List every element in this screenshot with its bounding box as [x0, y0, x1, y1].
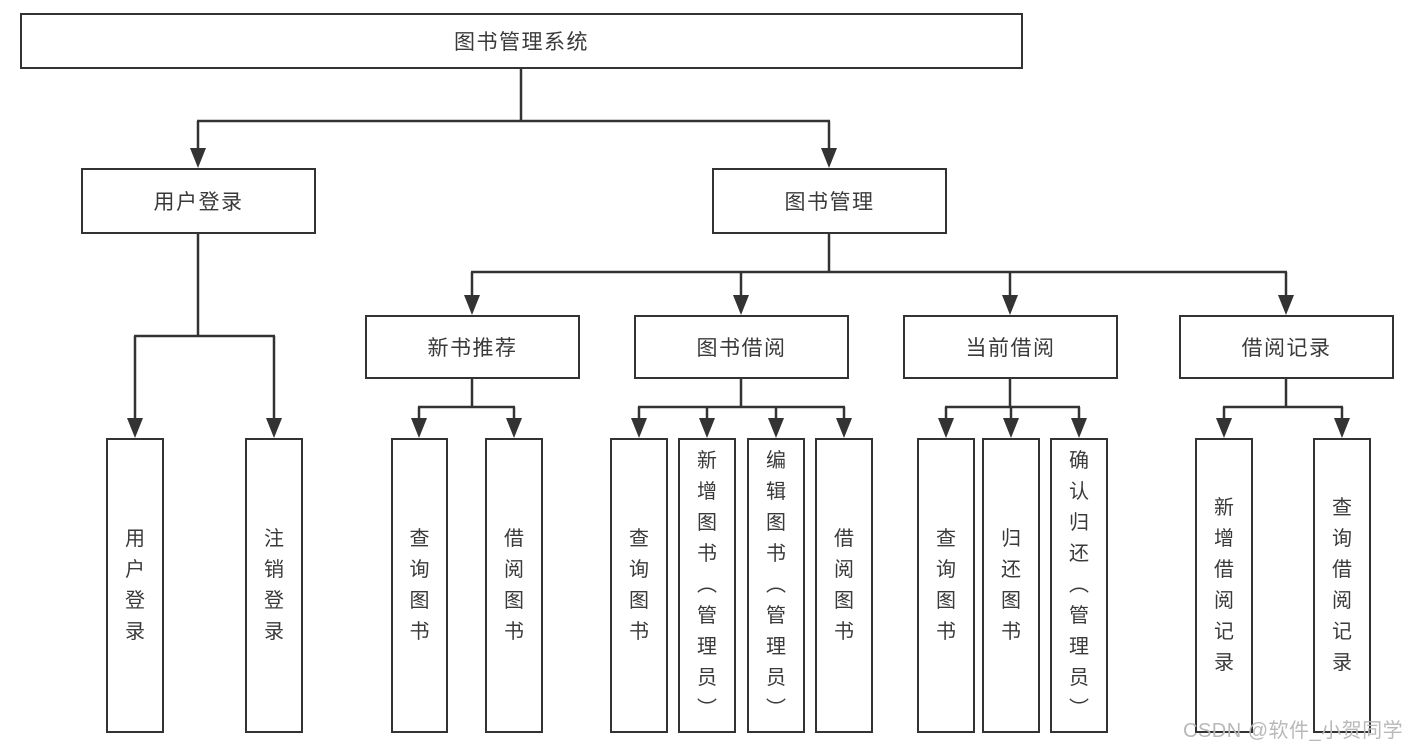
leaf-borrow-books-recommend: 借阅图书 — [485, 438, 543, 733]
leaf-user-login: 用户登录 — [106, 438, 164, 733]
leaf-query-books-recommend: 查询图书 — [391, 438, 448, 733]
node-borrowing-records: 借阅记录 — [1179, 315, 1394, 379]
leaf-query-books-borrow: 查询图书 — [610, 438, 668, 733]
node-book-borrowing: 图书借阅 — [634, 315, 849, 379]
leaf-query-books-current: 查询图书 — [917, 438, 975, 733]
leaf-add-books-admin: 新增图书︵管理员︶ — [678, 438, 736, 733]
node-library-system: 图书管理系统 — [20, 13, 1023, 69]
node-user-login: 用户登录 — [81, 168, 316, 234]
leaf-logout: 注销登录 — [245, 438, 303, 733]
leaf-edit-books-admin: 编辑图书︵管理员︶ — [747, 438, 805, 733]
leaf-borrow-books: 借阅图书 — [815, 438, 873, 733]
node-current-borrowing: 当前借阅 — [903, 315, 1118, 379]
node-new-book-recommendation: 新书推荐 — [365, 315, 580, 379]
csdn-watermark: CSDN @软件_小贺同学 — [1183, 720, 1404, 742]
leaf-add-borrow-record: 新增借阅记录 — [1195, 438, 1253, 733]
node-book-management: 图书管理 — [712, 168, 947, 234]
leaf-confirm-return-admin: 确认归还︵管理员︶ — [1050, 438, 1108, 733]
leaf-query-borrow-record: 查询借阅记录 — [1313, 438, 1371, 733]
leaf-return-books: 归还图书 — [982, 438, 1040, 733]
